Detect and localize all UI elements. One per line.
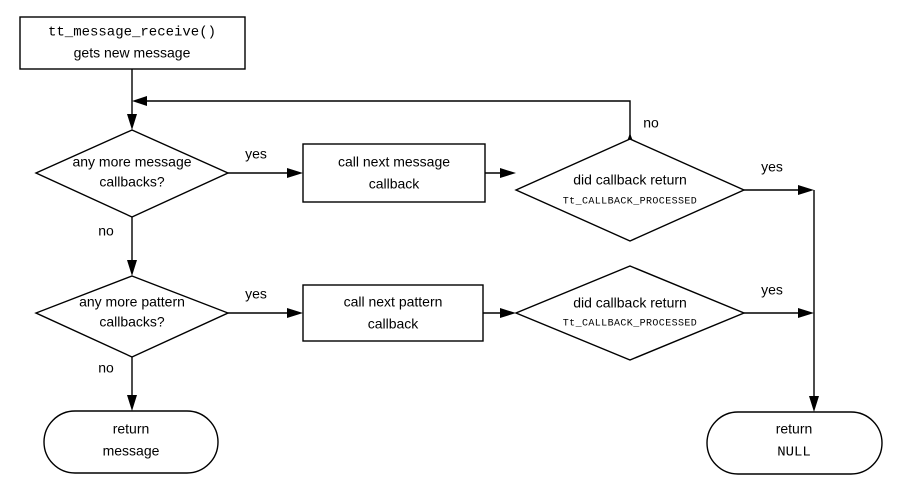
node-decision-message-return[interactable]: did callback return Tt_CALLBACK_PROCESSE…	[514, 138, 746, 242]
node-return-message-line2: message	[103, 443, 160, 459]
node-call-pattern-callback-line1: call next pattern	[344, 294, 443, 310]
node-decision-pattern-callbacks-line1: any more pattern	[79, 294, 185, 310]
node-call-message-callback[interactable]: call next message callback	[302, 143, 486, 203]
edge-label-message-callbacks-no: no	[98, 223, 114, 239]
edge-message-return-no-feedback	[132, 96, 635, 147]
node-decision-pattern-return-line1: did callback return	[573, 295, 687, 311]
edge-message-decision-no	[127, 217, 137, 276]
node-start-line1: tt_message_receive()	[48, 25, 216, 41]
node-return-null-line1: return	[776, 421, 813, 437]
node-decision-pattern-callbacks-line2: callbacks?	[99, 314, 165, 330]
node-call-pattern-callback[interactable]: call next pattern callback	[302, 284, 484, 342]
node-decision-message-return-line2: Tt_CALLBACK_PROCESSED	[563, 197, 697, 208]
node-decision-pattern-callbacks[interactable]: any more pattern callbacks?	[34, 275, 230, 358]
node-call-pattern-callback-line2: callback	[368, 316, 420, 332]
edge-pattern-return-yes	[744, 308, 814, 318]
node-decision-message-callbacks-line2: callbacks?	[99, 174, 165, 190]
node-decision-message-callbacks-line1: any more message	[72, 154, 191, 170]
edge-label-message-return-yes: yes	[761, 159, 783, 175]
node-decision-message-callbacks[interactable]: any more message callbacks?	[34, 129, 230, 218]
edge-right-bus-to-return-null	[809, 190, 819, 412]
edge-start-to-message-decision	[127, 69, 137, 130]
node-call-message-callback-line1: call next message	[338, 154, 450, 170]
node-decision-message-return-line1: did callback return	[573, 172, 687, 188]
node-start-line2: gets new message	[74, 45, 191, 61]
edge-message-return-yes	[744, 185, 814, 195]
edge-label-message-return-no: no	[643, 115, 659, 131]
node-call-message-callback-line2: callback	[369, 176, 421, 192]
edge-call-pattern-to-return-decision	[483, 308, 516, 318]
edge-label-pattern-return-yes: yes	[761, 282, 783, 298]
edge-pattern-decision-no	[127, 357, 137, 411]
node-start[interactable]: tt_message_receive() gets new message	[19, 16, 246, 70]
edge-label-message-callbacks-yes: yes	[245, 146, 267, 162]
node-return-message-line1: return	[113, 421, 150, 437]
node-return-message[interactable]: return message	[43, 410, 219, 474]
node-decision-pattern-return-line2: Tt_CALLBACK_PROCESSED	[563, 319, 697, 330]
node-return-null-line2: NULL	[777, 445, 811, 461]
edge-label-pattern-callbacks-yes: yes	[245, 286, 267, 302]
edge-call-message-to-return-decision	[485, 168, 516, 178]
edge-pattern-decision-yes	[228, 308, 303, 318]
edge-message-decision-yes	[228, 168, 303, 178]
node-return-null[interactable]: return NULL	[706, 411, 883, 475]
edge-label-pattern-callbacks-no: no	[98, 360, 114, 376]
node-decision-pattern-return[interactable]: did callback return Tt_CALLBACK_PROCESSE…	[514, 265, 746, 361]
